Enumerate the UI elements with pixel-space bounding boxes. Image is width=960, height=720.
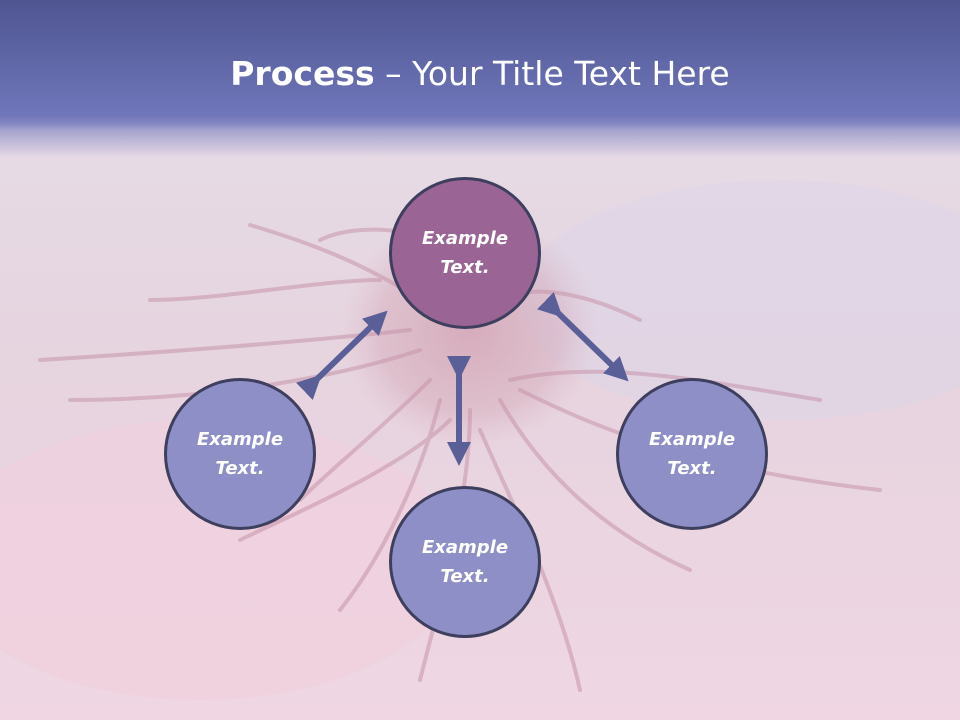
title-band	[0, 0, 960, 130]
node-bottom: Example Text.	[389, 486, 541, 638]
slide-title: Process – Your Title Text Here	[0, 52, 960, 96]
node-left-text: Example Text.	[196, 429, 284, 479]
slide-title-rest: – Your Title Text Here	[374, 54, 730, 93]
arrow-top-right	[537, 292, 629, 382]
slide-title-bold: Process	[230, 54, 375, 93]
node-top: Example Text.	[389, 177, 541, 329]
node-top-text: Example Text.	[421, 228, 509, 278]
node-right-text: Example Text.	[648, 429, 736, 479]
arrow-top-left	[296, 310, 388, 400]
title-band-fade	[0, 118, 960, 158]
node-bottom-text: Example Text.	[421, 537, 509, 587]
node-left: Example Text.	[164, 378, 316, 530]
node-right: Example Text.	[616, 378, 768, 530]
